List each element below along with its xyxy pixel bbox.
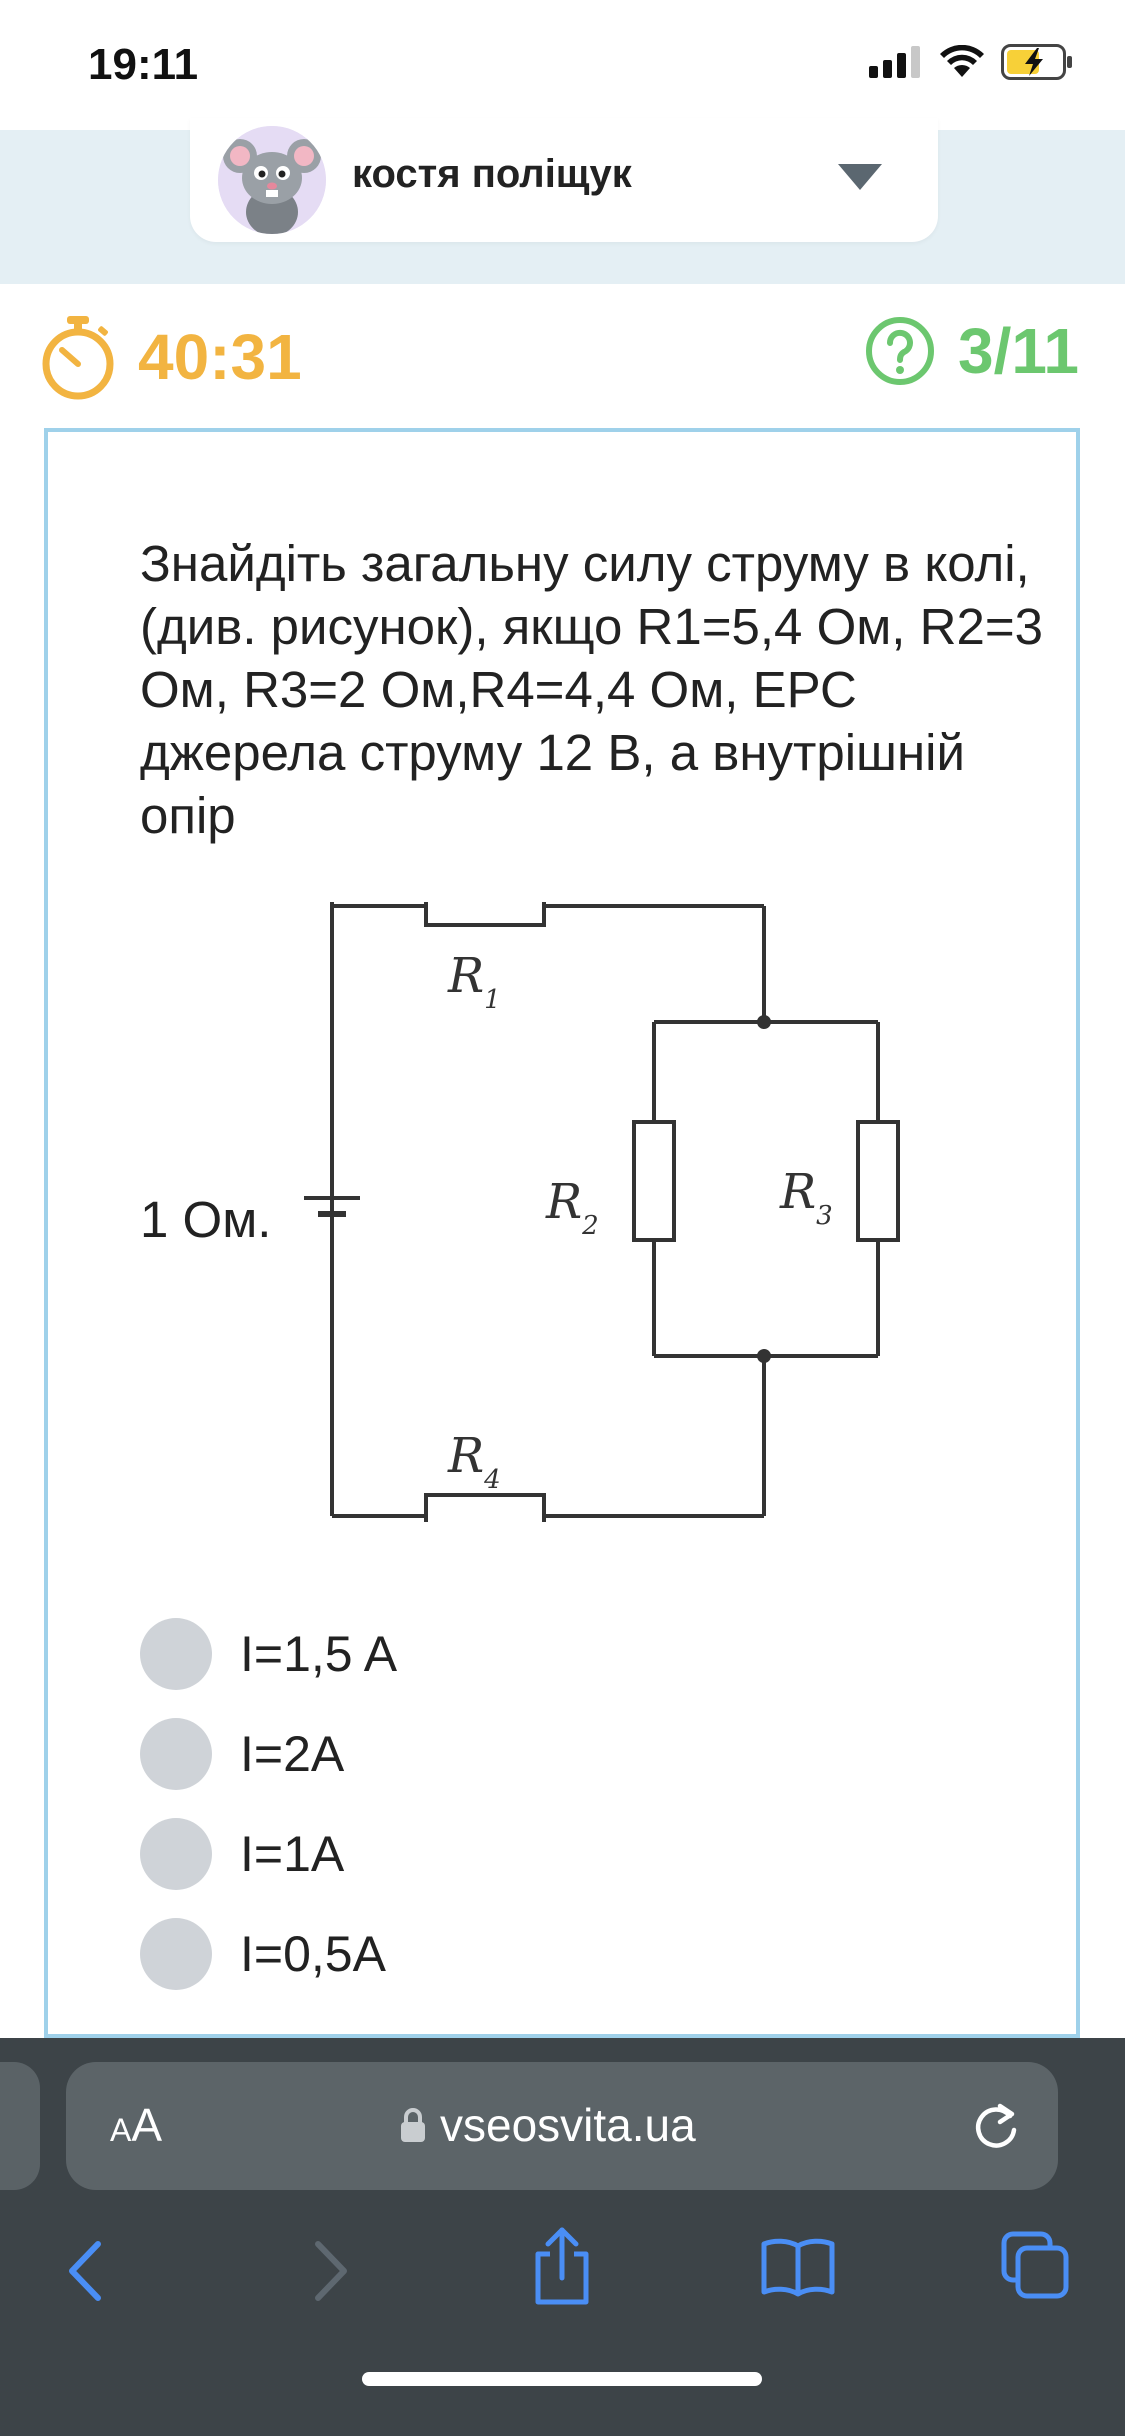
r1-label: R <box>447 948 484 1004</box>
radio-button[interactable] <box>140 1818 212 1890</box>
wifi-icon <box>940 45 984 77</box>
quiz-info-row: 40:31 3/11 <box>0 300 1125 420</box>
share-button[interactable] <box>530 2226 594 2311</box>
forward-button[interactable] <box>310 2240 350 2307</box>
r4-label: R <box>447 1428 484 1484</box>
reload-button[interactable] <box>970 2098 1022 2159</box>
home-indicator[interactable] <box>362 2372 762 2386</box>
r3-label: R <box>779 1164 816 1220</box>
question-counter: 3/11 <box>864 314 1079 388</box>
question-text: Знайдіть загальну силу струму в колі, (д… <box>140 535 1043 844</box>
radio-button[interactable] <box>140 1918 212 1990</box>
status-time: 19:11 <box>88 40 199 89</box>
r2-label: R <box>545 1174 582 1230</box>
battery-charging-icon <box>1001 44 1072 80</box>
question-card: Знайдіть загальну силу струму в колі, (д… <box>44 428 1080 2038</box>
answer-option[interactable]: I=1A <box>140 1804 397 1904</box>
browser-nav-row <box>0 2220 1125 2330</box>
timer-value: 40:31 <box>138 321 302 393</box>
svg-text:R3: R3 <box>779 1164 833 1231</box>
svg-text:R2: R2 <box>545 1174 599 1241</box>
chevron-right-icon <box>315 2241 347 2301</box>
radio-button[interactable] <box>140 1618 212 1690</box>
status-bar: 19:11 <box>0 0 1125 130</box>
address-bar[interactable]: AA vseosvita.ua <box>66 2062 1058 2190</box>
previous-tab-preview[interactable] <box>0 2062 40 2190</box>
answer-label: I=1A <box>240 1826 345 1882</box>
answer-label: I=2A <box>240 1726 345 1782</box>
reload-icon <box>975 2103 1017 2148</box>
answer-option[interactable]: I=0,5A <box>140 1904 397 2004</box>
question-text-tail: 1 Ом. <box>140 1191 272 1248</box>
timer: 40:31 <box>40 314 302 400</box>
back-button[interactable] <box>66 2240 106 2307</box>
lock-icon <box>401 2108 425 2142</box>
url-text: vseosvita.ua <box>440 2099 696 2151</box>
user-name: костя поліщук <box>352 152 632 196</box>
status-icons <box>869 44 1075 80</box>
reader-settings-button[interactable]: AA <box>110 2099 163 2151</box>
mouse-avatar-icon <box>218 126 326 234</box>
answer-option[interactable]: I=1,5 A <box>140 1604 397 1704</box>
share-icon <box>535 2227 589 2305</box>
svg-text:R4: R4 <box>447 1428 501 1495</box>
book-icon <box>761 2238 835 2297</box>
answer-option[interactable]: I=2A <box>140 1704 397 1804</box>
answer-label: I=0,5A <box>240 1926 386 1982</box>
url-display[interactable]: vseosvita.ua <box>400 2098 696 2152</box>
svg-text:R1: R1 <box>447 948 501 1015</box>
r4-subscript: 4 <box>483 1465 501 1495</box>
avatar <box>218 126 326 234</box>
circuit-diagram: R1 R2 R3 R4 <box>304 902 900 1522</box>
tabs-icon <box>1001 2231 1069 2299</box>
cellular-signal-icon <box>869 46 920 78</box>
answer-label: I=1,5 A <box>240 1626 398 1682</box>
user-selector[interactable]: костя поліщук <box>190 118 938 242</box>
question-progress: 3/11 <box>957 315 1079 387</box>
chevron-left-icon <box>69 2241 101 2301</box>
browser-toolbar: AA vseosvita.ua <box>0 2038 1125 2436</box>
question-circle-icon <box>865 317 934 385</box>
r2-subscript: 2 <box>581 1211 599 1241</box>
stopwatch-icon <box>42 316 114 400</box>
tabs-button[interactable] <box>1000 2230 1070 2305</box>
bookmarks-button[interactable] <box>760 2236 836 2303</box>
radio-button[interactable] <box>140 1718 212 1790</box>
r3-subscript: 3 <box>816 1201 833 1231</box>
answer-list: I=1,5 A I=2A I=1A I=0,5A <box>140 1604 397 2004</box>
r1-subscript: 1 <box>484 985 501 1015</box>
chevron-down-icon[interactable] <box>838 164 882 190</box>
